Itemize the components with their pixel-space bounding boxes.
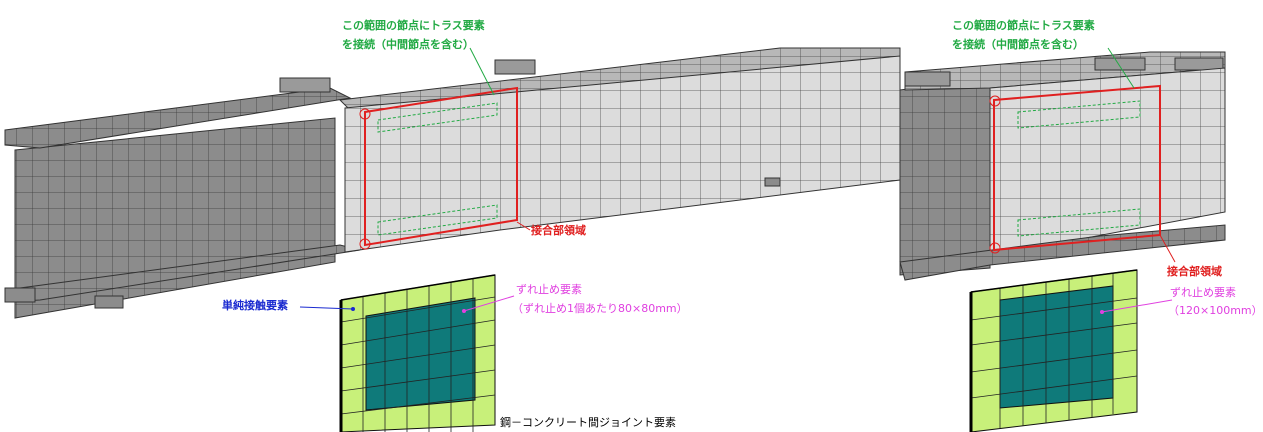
- right-stud-area: [999, 285, 1114, 409]
- left-shear-stud-detail: （ずれ止め1個あたり80×80mm）: [512, 302, 688, 315]
- right-joint-region-label: 接合部領域: [1167, 265, 1222, 278]
- right-truss-note-line2: を接続（中間節点を含む）: [952, 38, 1084, 51]
- left-truss-range-bottom: [377, 204, 498, 236]
- left-simple-contact-label: 単純接触要素: [222, 299, 288, 312]
- right-steel-web: [899, 77, 991, 276]
- right-shear-stud-detail: （120×100mm）: [1168, 304, 1263, 317]
- left-joint-region-label: 接合部領域: [531, 224, 586, 237]
- left-node-marker-bottom: [359, 238, 371, 250]
- right-truss-range-top: [1017, 100, 1141, 129]
- right-shear-stud-title: ずれ止め要素: [1170, 286, 1236, 299]
- right-bottom-flange: [899, 224, 1226, 281]
- left-joint-region-outline: [364, 86, 518, 247]
- left-truss-range-top: [377, 102, 498, 133]
- left-shear-stud-title: ずれ止め要素: [516, 283, 582, 296]
- right-beam: [899, 47, 1226, 281]
- left-beam: [4, 47, 901, 319]
- right-truss-range-bottom: [1017, 208, 1141, 237]
- left-truss-note-line2: を接続（中間節点を含む）: [342, 38, 474, 51]
- left-steel-web: [14, 117, 336, 319]
- left-joint-panel: [299, 274, 515, 432]
- left-truss-note-line1: この範囲の節点にトラス要素: [342, 19, 485, 32]
- left-stud-area: [365, 297, 476, 411]
- right-truss-note-line1: この範囲の節点にトラス要素: [952, 19, 1095, 32]
- right-concrete-front: [989, 67, 1226, 257]
- left-node-marker-top: [359, 108, 371, 120]
- right-joint-panel: [969, 269, 1173, 432]
- left-concrete-front: [344, 55, 901, 253]
- figure-caption: 鋼－コンクリート間ジョイント要素: [500, 416, 676, 429]
- left-top-flange: [4, 87, 352, 149]
